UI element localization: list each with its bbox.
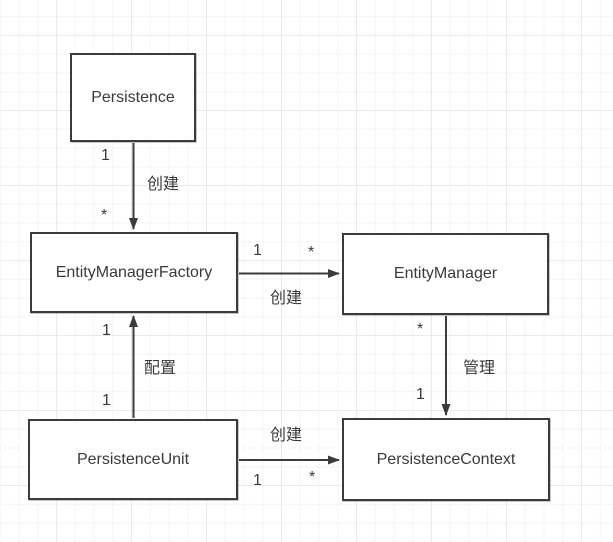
edge-label[interactable]: 创建: [270, 427, 303, 444]
class-node-persistenceunit[interactable]: PersistenceUnit: [28, 419, 238, 500]
edge-label[interactable]: 管理: [463, 360, 496, 377]
edge-label[interactable]: 配置: [144, 360, 177, 377]
class-node-label: Persistence: [91, 88, 175, 106]
class-node-label: PersistenceUnit: [76, 450, 190, 468]
source-multiplicity-label[interactable]: 1: [253, 242, 262, 259]
edge-label[interactable]: 创建: [147, 176, 180, 193]
source-multiplicity-label[interactable]: 1: [101, 147, 110, 164]
target-multiplicity-label[interactable]: 1: [416, 386, 425, 403]
source-multiplicity-label[interactable]: 1: [253, 472, 262, 489]
target-multiplicity-label[interactable]: *: [308, 244, 315, 261]
class-node-entitymanagerfactory[interactable]: EntityManagerFactory: [30, 232, 238, 313]
target-multiplicity-label[interactable]: *: [101, 207, 108, 224]
source-multiplicity-label[interactable]: *: [417, 321, 424, 338]
source-multiplicity-label[interactable]: 1: [102, 392, 111, 409]
class-node-label: EntityManagerFactory: [55, 263, 213, 281]
target-multiplicity-label[interactable]: *: [309, 469, 316, 486]
edge-label[interactable]: 创建: [270, 290, 303, 307]
target-multiplicity-label[interactable]: 1: [102, 322, 111, 339]
class-node-label: PersistenceContext: [376, 450, 516, 468]
class-node-entitymanager[interactable]: EntityManager: [342, 233, 549, 315]
class-node-persistencecontext[interactable]: PersistenceContext: [342, 418, 550, 501]
class-node-label: EntityManager: [393, 265, 498, 282]
class-node-persistence[interactable]: Persistence: [70, 53, 196, 142]
